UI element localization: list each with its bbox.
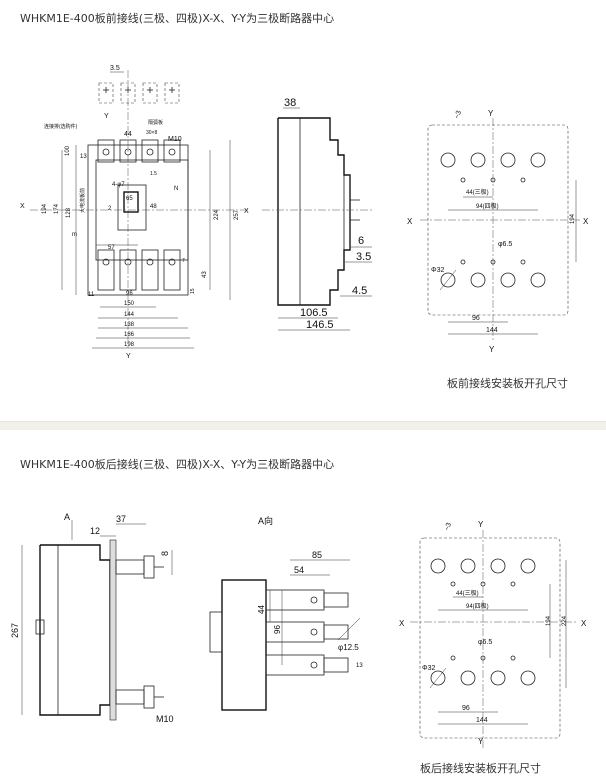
dimension-label: Y <box>489 345 495 354</box>
a-view-drawing <box>209 559 361 711</box>
dimension-label: 54 <box>294 565 304 575</box>
dimension-label: Y <box>478 520 484 529</box>
back-wiring-title: WHKM1E-400板后接线(三极、四极)X-X、Y-Y为三极断路器中心 <box>20 458 335 471</box>
dimension-label: 138 <box>124 322 135 328</box>
back-side-view-labels: A 12 37 8 267 M10 <box>10 512 174 724</box>
section-divider <box>0 421 606 430</box>
side-view-drawing <box>262 107 372 331</box>
dimension-label: 174 <box>54 203 60 214</box>
dimension-label: 224 <box>214 209 220 220</box>
dimension-label: 57 <box>108 245 115 251</box>
dimension-label: φ6.5 <box>478 639 492 646</box>
dimension-label: A向 <box>258 515 273 526</box>
dimension-label: 4-φ7 <box>112 182 125 188</box>
dimension-label: 6 <box>358 235 364 247</box>
dimension-label: A <box>64 512 70 522</box>
back-panel-labels: Y X X Y 44(三极) 94(四极) 194 224 φ6.5 Φ32 9… <box>399 520 587 746</box>
dimension-label: 3.5 <box>356 251 371 263</box>
back-panel-drawing <box>410 530 578 748</box>
dimension-label: M10 <box>156 714 174 724</box>
dimension-label: Y <box>488 109 494 118</box>
dimension-label: Y <box>478 737 484 746</box>
dimension-label: 106.5 <box>300 307 328 319</box>
dimension-label: 37 <box>116 514 126 524</box>
dimension-label: 连接排(选购件) <box>44 123 78 130</box>
dimension-label: 224 <box>562 615 568 626</box>
dimension-label: 94(四极) <box>476 202 499 210</box>
front-panel-labels: Y X X Y 44(三极) 94(四极) 194 φ6.5 Φ32 96 14… <box>407 109 589 354</box>
dimension-label: N <box>174 186 178 192</box>
dimension-label: 13 <box>80 154 87 160</box>
dimension-label: 48 <box>150 204 157 210</box>
dimension-label: 194 <box>570 213 576 224</box>
dimension-label: 44(三极) <box>456 589 479 597</box>
dimension-label: X <box>244 208 249 215</box>
dimension-label: 96 <box>472 315 480 322</box>
dimension-label: 85 <box>312 550 322 560</box>
dimension-label: ~3 <box>444 522 453 532</box>
dimension-label: 11 <box>88 292 95 298</box>
dimension-label: 128 <box>66 207 72 218</box>
front-view-drawing <box>30 70 250 350</box>
dimension-label: 2 <box>108 206 112 212</box>
dimension-label: 7 <box>182 258 185 264</box>
dimension-label: 198 <box>124 342 135 348</box>
dimension-label: φ12.5 <box>338 643 359 652</box>
dimension-label: X <box>407 217 413 226</box>
dimension-label: 30×8 <box>146 130 157 136</box>
dimension-label: 94(四极) <box>466 602 489 610</box>
dimension-label: 12 <box>90 526 100 536</box>
dimension-label: 96 <box>462 705 470 712</box>
dimension-label: φ6.5 <box>498 241 512 248</box>
dimension-label: 1.5 <box>150 171 157 177</box>
dimension-label: 44(三极) <box>466 188 489 196</box>
dimension-label: 38 <box>284 97 296 109</box>
dimension-label: 146.5 <box>306 319 334 331</box>
dimension-label: 44 <box>124 131 132 138</box>
dimension-label: Φ32 <box>431 267 444 274</box>
front-panel-caption: 板前接线安装板开孔尺寸 <box>447 377 568 390</box>
a-view-labels: A向 85 54 44 96 φ12.5 13 <box>257 515 363 669</box>
dimension-label: 4.5 <box>352 285 367 297</box>
dimension-label: 3.5 <box>110 65 120 72</box>
side-view-labels: 38 6 3.5 4.5 106.5 146.5 <box>284 97 371 331</box>
dimension-label: 267 <box>10 623 20 638</box>
dimension-label: Φ32 <box>422 665 435 672</box>
dimension-label: 大电流板前 <box>79 188 86 213</box>
dimension-label: 96 <box>273 625 282 634</box>
dimension-label: X <box>583 217 589 226</box>
dimension-label: m <box>72 232 77 238</box>
dimension-label: 186 <box>124 332 135 338</box>
dimension-label: 15 <box>190 288 196 294</box>
dimension-label: 8 <box>160 551 170 556</box>
dimension-label: 隔弧板 <box>148 119 163 126</box>
dimension-label: X <box>399 619 405 628</box>
front-wiring-title: WHKM1E-400板前接线(三极、四极)X-X、Y-Y为三极断路器中心 <box>20 12 335 25</box>
dimension-label: 96 <box>126 291 133 297</box>
dimension-label: Y <box>104 113 109 120</box>
dimension-label: 13 <box>356 663 363 669</box>
dimension-label: 144 <box>124 312 135 318</box>
dimension-label: 150 <box>124 301 135 307</box>
dimension-label: 194 <box>546 615 552 626</box>
dimension-label: 44 <box>257 605 266 614</box>
front-view-labels: 3.5 Y 44 M10 30×8 隔弧板 连接排(选购件) 100 13 4-… <box>20 65 249 360</box>
dimension-label: ~3 <box>454 110 463 120</box>
dimension-label: 43 <box>202 271 208 278</box>
back-panel-caption: 板后接线安装板开孔尺寸 <box>420 762 541 775</box>
dimension-label: 257 <box>234 209 240 220</box>
dimension-label: 144 <box>486 327 498 334</box>
dimension-label: 194 <box>42 203 48 214</box>
dimension-label: Y <box>126 353 131 360</box>
dimension-label: X <box>581 619 587 628</box>
dimension-label: M10 <box>168 136 182 143</box>
dimension-label: 144 <box>476 717 488 724</box>
front-panel-drawing <box>420 118 580 340</box>
dimension-label: X <box>20 203 25 210</box>
dimension-label: 65 <box>126 196 133 202</box>
back-side-view-drawing <box>21 520 173 721</box>
dimension-label: 100 <box>65 145 71 156</box>
